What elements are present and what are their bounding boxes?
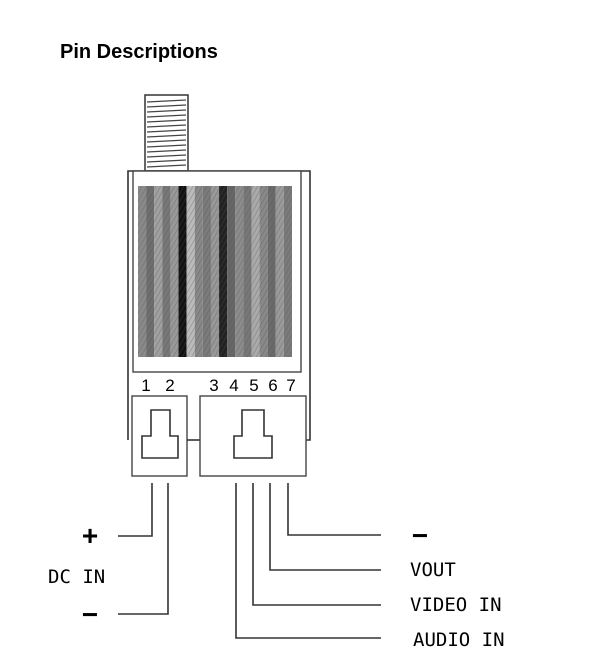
thread-line	[146, 114, 187, 118]
ground-label: −	[412, 520, 428, 551]
pin-numbers: 1 2 3 4 5 6 7	[141, 376, 295, 395]
stripe-hatch	[154, 186, 163, 357]
pin-5: 5	[249, 376, 258, 395]
pin-1: 1	[141, 376, 150, 395]
thread-line	[146, 154, 187, 158]
thread-line	[146, 109, 187, 113]
pin-3: 3	[209, 376, 218, 395]
stripe-hatch	[138, 186, 147, 357]
thread-line	[146, 159, 187, 163]
video-in-label: VIDEO IN	[410, 594, 502, 616]
stripe-hatch	[194, 186, 203, 357]
thread-line	[146, 129, 187, 133]
power-connector-block	[131, 395, 188, 477]
stripe-hatch	[210, 186, 220, 357]
stripe-hatch	[235, 186, 244, 357]
pin-leads	[118, 483, 381, 639]
thread-line	[146, 104, 187, 108]
stripe-hatch	[283, 186, 292, 357]
pin-7: 7	[286, 376, 295, 395]
stripe-hatch	[219, 186, 228, 357]
thread-line	[146, 124, 187, 128]
thread-line	[146, 119, 187, 123]
thread-line	[146, 99, 187, 103]
vout-label: VOUT	[410, 559, 456, 581]
stripe-hatch	[162, 186, 171, 357]
stripe-hatch	[275, 186, 284, 357]
module-body	[127, 170, 311, 441]
thread-line	[146, 134, 187, 138]
stripe-hatch	[243, 186, 252, 357]
dc-plus-label: +	[82, 520, 98, 551]
thread-line	[146, 149, 187, 153]
stripe-hatch	[146, 186, 155, 357]
stripe-hatch	[259, 186, 268, 357]
stripe-hatch	[186, 186, 195, 357]
stripe-hatch	[170, 186, 179, 357]
stripe-hatch	[202, 186, 211, 357]
diagram-title: Pin Descriptions	[60, 41, 218, 63]
stripe-hatch	[227, 186, 236, 357]
dc-minus-label: −	[82, 599, 98, 630]
signal-connector-block	[199, 395, 307, 477]
thread-line	[146, 139, 187, 143]
shield-stripes	[138, 186, 292, 357]
stripe-hatch	[251, 186, 260, 357]
antenna-connector	[132, 94, 199, 176]
pin-2: 2	[165, 376, 174, 395]
thread-line	[146, 164, 187, 168]
thread-line	[146, 144, 187, 148]
pin-4: 4	[229, 376, 238, 395]
pin-6: 6	[268, 376, 277, 395]
dc-in-label: DC IN	[48, 566, 105, 588]
stripe-hatch	[267, 186, 276, 357]
audio-in-label: AUDIO IN	[413, 629, 505, 651]
stripe-hatch	[178, 186, 187, 357]
